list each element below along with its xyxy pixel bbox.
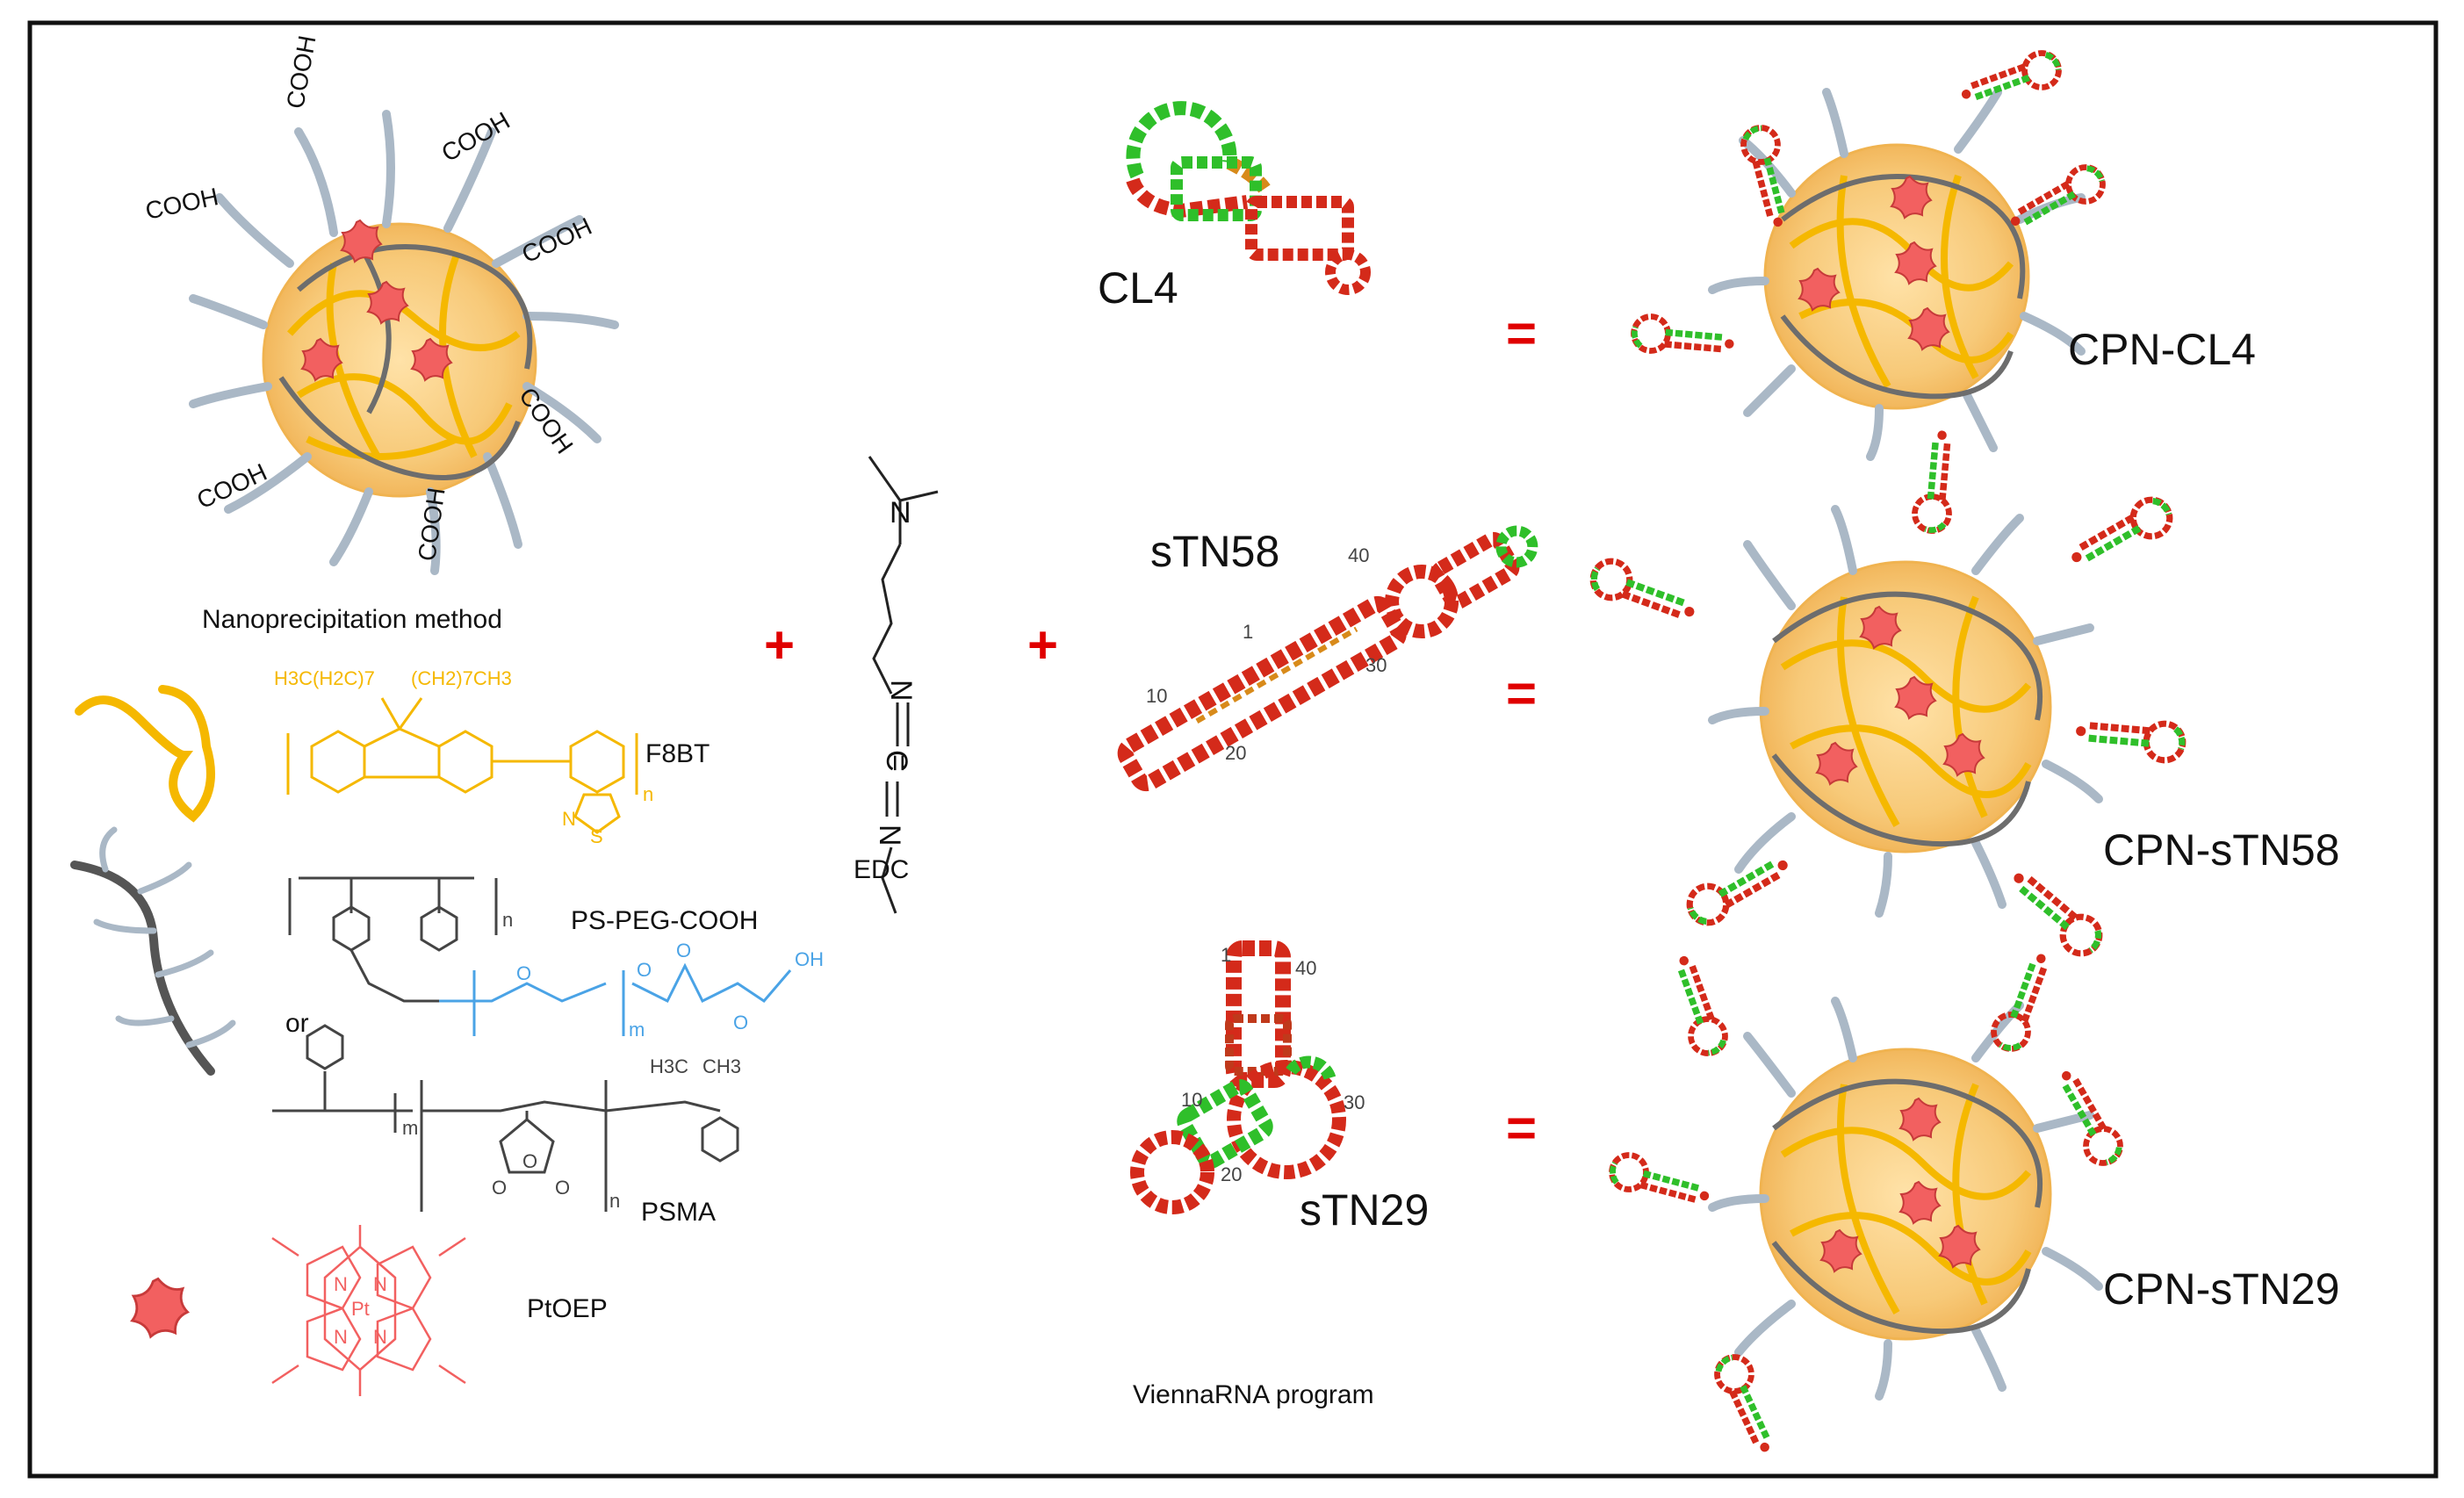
psma-oxygen: O — [492, 1177, 507, 1199]
sequence-index: 20 — [1221, 1163, 1242, 1185]
f8bt-sulfur: S — [590, 825, 603, 847]
sequence-index: 10 — [1146, 685, 1167, 707]
sequence-index: 30 — [1365, 654, 1387, 676]
psma-methyl-left: H3C — [650, 1055, 688, 1077]
product-name: CPN-CL4 — [2068, 325, 2256, 374]
psma-oxygen: O — [555, 1177, 570, 1199]
ptoep-icon — [131, 1278, 190, 1338]
ptoep-nitrogen: N — [373, 1273, 387, 1295]
psma-structure — [272, 1024, 739, 1212]
psma-methyl-right: CH3 — [702, 1055, 741, 1077]
peg-structure — [439, 962, 792, 1036]
peg-repeat-m: m — [629, 1019, 645, 1041]
aptamer-name: sTN29 — [1300, 1185, 1429, 1235]
f8bt-row: H3C(H2C)7 (CH2)7CH3 S N n F8BT — [75, 667, 710, 847]
ps-peg-repeat-n: n — [502, 909, 513, 931]
f8bt-side-chain-right: (CH2)7CH3 — [411, 667, 512, 689]
cooh-label: COOH — [517, 212, 595, 269]
sequence-index: 20 — [1225, 742, 1246, 764]
ps-peg-chain-icon — [70, 861, 215, 1076]
aptamer-stn58 — [1117, 525, 1538, 792]
peg-hydroxyl: OH — [795, 948, 824, 970]
equals-sign: = — [1506, 304, 1537, 363]
sequence-index: 30 — [1344, 1091, 1365, 1113]
sequence-index: 40 — [1348, 544, 1369, 566]
cooh-label: COOH — [281, 33, 321, 111]
ps-peg-structure — [288, 876, 498, 1003]
peg-oxygen: O — [676, 940, 691, 961]
cooh-label: COOH — [437, 106, 515, 167]
peg-oxygen: O — [637, 959, 652, 981]
f8bt-side-chain-left: H3C(H2C)7 — [274, 667, 375, 689]
psma-repeat-m: m — [402, 1117, 418, 1139]
product-name: CPN-sTN58 — [2103, 825, 2339, 875]
product-nanoparticle-cl4 — [1632, 48, 2109, 532]
ptoep-metal: Pt — [351, 1298, 370, 1320]
product-nanoparticle-stn58 — [1588, 493, 2184, 961]
or-label: or — [285, 1009, 309, 1038]
ptoep-nitrogen: N — [373, 1326, 387, 1348]
edc-eq: = — [882, 754, 915, 772]
peg-oxygen: O — [516, 962, 531, 984]
peg-oxygen: O — [733, 1012, 748, 1033]
aptamer-name: sTN58 — [1150, 527, 1279, 576]
psma-label: PSMA — [641, 1198, 716, 1227]
viennarna-caption: ViennaRNA program — [1133, 1380, 1374, 1409]
equals-sign: = — [1506, 1098, 1537, 1157]
f8bt-nitrogen: N — [562, 808, 576, 830]
edc-n-atom: N — [890, 496, 911, 529]
psma-oxygen: O — [522, 1150, 537, 1172]
f8bt-repeat: n — [643, 783, 653, 805]
cooh-label: COOH — [413, 486, 450, 562]
aptamer-cl4 — [1126, 101, 1371, 295]
sequence-index: 1 — [1221, 944, 1231, 966]
edc-n-atom: N — [873, 825, 906, 846]
ptoep-nitrogen: N — [334, 1326, 348, 1348]
aptamer-stn29 — [1130, 940, 1346, 1214]
edc-label: EDC — [854, 855, 909, 884]
psma-repeat-n: n — [609, 1190, 620, 1212]
ptoep-nitrogen: N — [334, 1273, 348, 1295]
equals-sign: = — [1506, 664, 1537, 723]
edc-n-atom: N — [884, 680, 918, 702]
sequence-index: 10 — [1181, 1089, 1202, 1111]
method-caption: Nanoprecipitation method — [202, 605, 502, 634]
product-nanoparticle-stn29 — [1608, 947, 2127, 1458]
plus-sign-2: + — [1027, 616, 1058, 674]
psma-row: m O O O n H3C CH3 PSMA — [272, 1024, 741, 1227]
sequence-index: 1 — [1243, 621, 1253, 643]
outer-frame — [27, 20, 2439, 1479]
f8bt-label: F8BT — [645, 739, 710, 768]
ps-peg-cooh-row: n O m O O O OH PS-PEG-COOH — [70, 826, 824, 1076]
aptamer-name: CL4 — [1098, 263, 1178, 313]
cooh-label: COOH — [143, 183, 221, 225]
f8bt-structure — [286, 697, 638, 834]
edc-c-atom: C — [880, 750, 913, 772]
edc-structure — [868, 456, 939, 914]
nanoparticle-left: COOH COOH COOH COOH COOH COOH COOH — [143, 33, 619, 575]
ps-peg-cooh-label: PS-PEG-COOH — [571, 906, 758, 935]
ptoep-structure — [271, 1225, 466, 1396]
plus-sign-1: + — [764, 616, 795, 674]
product-name: CPN-sTN29 — [2103, 1264, 2339, 1314]
ptoep-row: Pt N N N N PtOEP — [131, 1225, 608, 1396]
sequence-index: 40 — [1295, 957, 1316, 979]
ptoep-label: PtOEP — [527, 1294, 608, 1323]
f8bt-strand-icon — [75, 685, 215, 823]
